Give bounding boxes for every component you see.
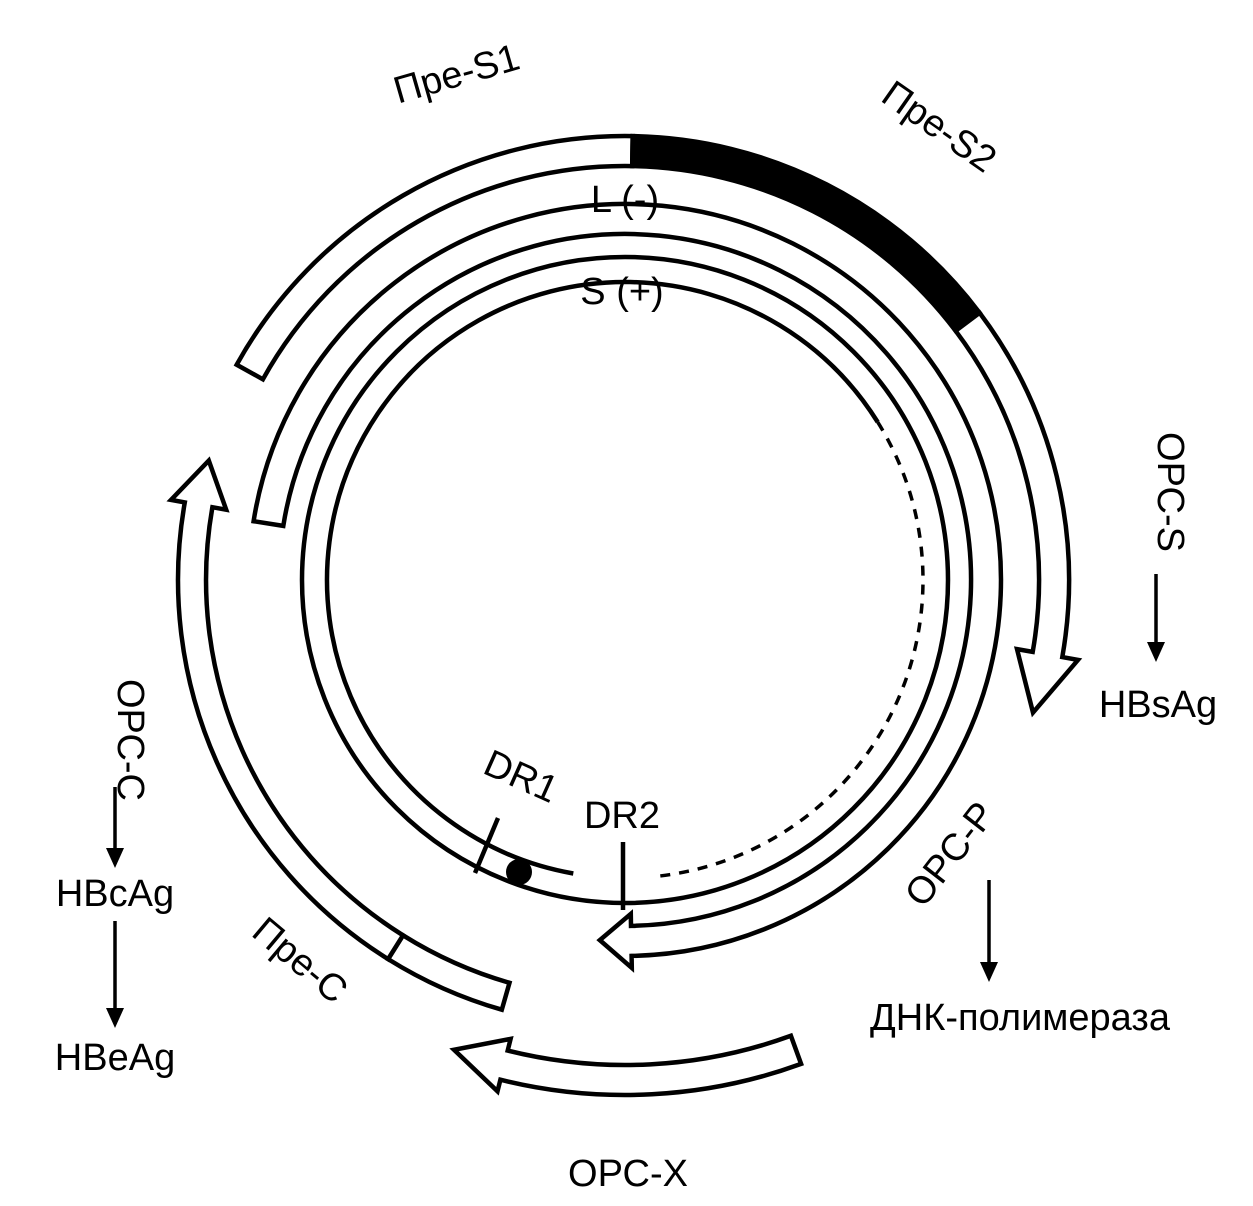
hbeag-label: HBeAg: [55, 1037, 175, 1079]
orf-c-label: ОРС-С: [109, 679, 151, 801]
genome-strands: [299, 254, 951, 910]
dna-polymerase-arrow-head: [980, 962, 998, 982]
dr1-tick: [472, 817, 501, 874]
strand-s-solid: [324, 279, 880, 876]
dna-polymerase-label: ДНК-полимераза: [870, 997, 1171, 1039]
dr1-label: DR1: [478, 742, 565, 811]
strand-start-dot: [506, 859, 532, 885]
dr2-label: DR2: [584, 795, 660, 837]
hbsag-label: HBsAg: [1099, 684, 1217, 726]
hbcag-label: HBcAg: [56, 873, 174, 915]
orf-s-arrow: [952, 309, 1083, 718]
hbcag-arrow-head: [106, 848, 124, 868]
orf-x-arrow: [449, 1032, 804, 1098]
strand-s-label: S (+): [580, 271, 663, 313]
pre-s1-label: Пре-S1: [389, 37, 524, 113]
orf-c-arrow: [166, 456, 407, 963]
product-arrows: [106, 574, 1165, 1028]
orf-s-label: ОРС-S: [1149, 432, 1191, 552]
hbsag-arrow-head: [1147, 642, 1165, 662]
strand-l-label: L (-): [591, 179, 659, 221]
hbeag-arrow-head: [106, 1008, 124, 1028]
orf-x-label: ОРС-Х: [568, 1153, 688, 1195]
pre-s2-label: Пре-S2: [874, 73, 1004, 181]
reading-frames: [166, 133, 1083, 1098]
orf-p-arrow: [251, 201, 1004, 973]
pre-c-band: [384, 932, 513, 1013]
